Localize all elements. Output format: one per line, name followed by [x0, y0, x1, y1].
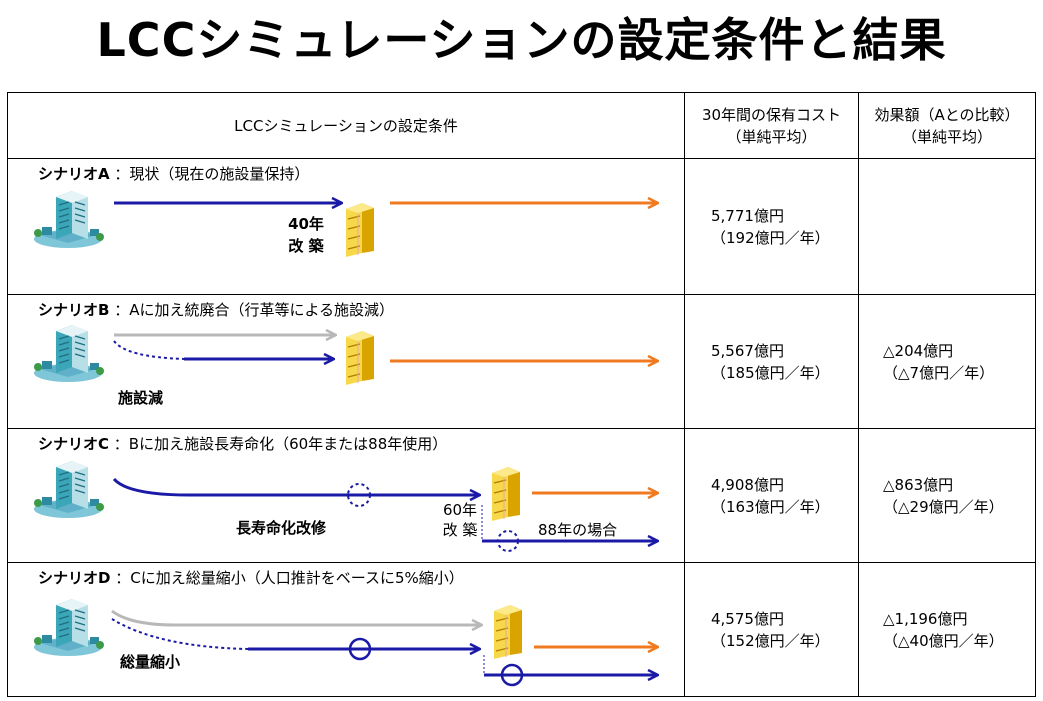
cost-total: 5,567億円: [711, 341, 784, 360]
repair-marker-dotted: [497, 530, 519, 552]
scenario-b-effect: △204億円 （△7億円／年）: [858, 294, 1036, 429]
effect-per-year: （△40億円／年）: [883, 631, 1004, 650]
table-row-scenario-d: シナリオD ：Cに加え総量縮小（人口推計をベースに5%縮小） 総量縮小 4,57…: [7, 562, 1036, 697]
scenario-b-heading: シナリオB ：Aに加え統廃合（行革等による施設減）: [38, 299, 394, 320]
label-longevity-renovation: 長寿命化改修: [236, 519, 327, 537]
scenario-c-effect: △863億円 （△29億円／年）: [858, 428, 1036, 563]
table-row-scenario-b: シナリオB ：Aに加え統廃合（行革等による施設減） 施設減 5,567億円 （1…: [7, 294, 1036, 429]
scenario-b-diagram: 施設減: [33, 324, 685, 407]
scenario-c-condition-cell: シナリオC ：Bに加え施設長寿命化（60年または88年使用） 長寿命化改修 60…: [7, 428, 685, 563]
rebuilt-building-icon: [345, 202, 375, 258]
header-conditions: LCCシミュレーションの設定条件: [7, 92, 685, 159]
scenario-b-cost: 5,567億円 （185億円／年）: [684, 294, 859, 429]
label-88-years-case: 88年の場合: [538, 521, 617, 539]
rebuilt-building-icon: [345, 330, 375, 386]
effect-per-year: （△29億円／年）: [883, 497, 1004, 516]
office-building-icon: [33, 324, 105, 383]
blue-arrow: [112, 477, 480, 495]
label-40-years: 40年: [288, 215, 324, 233]
scenario-c-diagram: 長寿命化改修 60年 改 築 88年の場合: [33, 460, 685, 552]
table-row-scenario-c: シナリオC ：Bに加え施設長寿命化（60年または88年使用） 長寿命化改修 60…: [7, 428, 1036, 563]
cost-total: 5,771億円: [711, 206, 784, 225]
header-effect-line1: 効果額（Aとの比較）: [874, 105, 1020, 124]
dotted-curve: [111, 618, 249, 650]
scenario-c-cost: 4,908億円 （163億円／年）: [684, 428, 859, 563]
gray-arrow: [111, 609, 482, 625]
scenario-d-diagram: 総量縮小: [33, 598, 685, 687]
header-cost-line1: 30年間の保有コスト: [701, 105, 842, 124]
repair-marker: [500, 663, 524, 687]
cost-per-year: （152億円／年）: [711, 631, 830, 650]
header-cost-line2: （単純平均）: [726, 127, 817, 146]
scenario-c-condition: ：Bに加え施設長寿命化（60年または88年使用）: [113, 435, 448, 453]
lcc-table: LCCシミュレーションの設定条件 30年間の保有コスト （単純平均） 効果額（A…: [7, 92, 1036, 697]
scenario-b-condition-cell: シナリオB ：Aに加え統廃合（行革等による施設減） 施設減: [7, 294, 685, 429]
table-row-scenario-a: シナリオA ：現状（現在の施設量保持） 40年 改 築 5,771億円 （192…: [7, 158, 1036, 295]
scenario-a-effect: [858, 158, 1036, 295]
scenario-d-cost: 4,575億円 （152億円／年）: [684, 562, 859, 697]
scenario-d-heading: シナリオD ：Cに加え総量縮小（人口推計をベースに5%縮小）: [38, 567, 464, 588]
scenario-a-name: シナリオA: [38, 165, 110, 183]
office-building-icon: [33, 190, 105, 249]
header-cost: 30年間の保有コスト （単純平均）: [684, 92, 859, 159]
scenario-a-diagram: 40年 改 築: [33, 190, 685, 258]
scenario-d-condition: ：Cに加え総量縮小（人口推計をベースに5%縮小）: [115, 569, 464, 587]
effect-total: △1,196億円: [883, 609, 968, 628]
scenario-b-condition: ：Aに加え統廃合（行革等による施設減）: [114, 301, 395, 319]
cost-per-year: （163億円／年）: [711, 497, 830, 516]
repair-marker: [348, 637, 372, 661]
cost-per-year: （185億円／年）: [711, 363, 830, 382]
scenario-a-condition: ：現状（現在の施設量保持）: [114, 165, 310, 183]
scenario-c-name: シナリオC: [38, 435, 110, 453]
scenario-d-name: シナリオD: [38, 569, 111, 587]
effect-total: △204億円: [883, 341, 954, 360]
effect-per-year: （△7億円／年）: [883, 363, 995, 382]
effect-total: △863億円: [883, 475, 954, 494]
rebuilt-building-icon: [491, 466, 521, 522]
scenario-a-cost: 5,771億円 （192億円／年）: [684, 158, 859, 295]
scenario-c-heading: シナリオC ：Bに加え施設長寿命化（60年または88年使用）: [38, 433, 447, 454]
label-rebuild: 改 築: [443, 521, 478, 539]
header-effect: 効果額（Aとの比較） （単純平均）: [858, 92, 1036, 159]
cost-total: 4,908億円: [711, 475, 784, 494]
table-header-row: LCCシミュレーションの設定条件 30年間の保有コスト （単純平均） 効果額（A…: [7, 92, 1036, 159]
label-60-years: 60年: [443, 501, 477, 519]
scenario-b-name: シナリオB: [38, 301, 110, 319]
label-facility-reduction: 施設減: [118, 389, 163, 407]
label-total-reduction: 総量縮小: [120, 653, 180, 671]
repair-marker-dotted: [347, 483, 371, 507]
scenario-d-effect: △1,196億円 （△40億円／年）: [858, 562, 1036, 697]
office-building-icon: [33, 460, 105, 519]
dotted-curve: [113, 340, 185, 360]
header-effect-line2: （単純平均）: [901, 127, 992, 146]
scenario-a-heading: シナリオA ：現状（現在の施設量保持）: [38, 163, 309, 184]
label-rebuild: 改 築: [288, 237, 324, 255]
cost-total: 4,575億円: [711, 609, 784, 628]
cost-per-year: （192億円／年）: [711, 228, 830, 247]
office-building-icon: [33, 598, 105, 657]
scenario-a-condition-cell: シナリオA ：現状（現在の施設量保持） 40年 改 築: [7, 158, 685, 295]
page-title: LCCシミュレーションの設定条件と結果: [96, 13, 947, 67]
rebuilt-building-icon: [493, 604, 523, 660]
scenario-d-condition-cell: シナリオD ：Cに加え総量縮小（人口推計をベースに5%縮小） 総量縮小: [7, 562, 685, 697]
